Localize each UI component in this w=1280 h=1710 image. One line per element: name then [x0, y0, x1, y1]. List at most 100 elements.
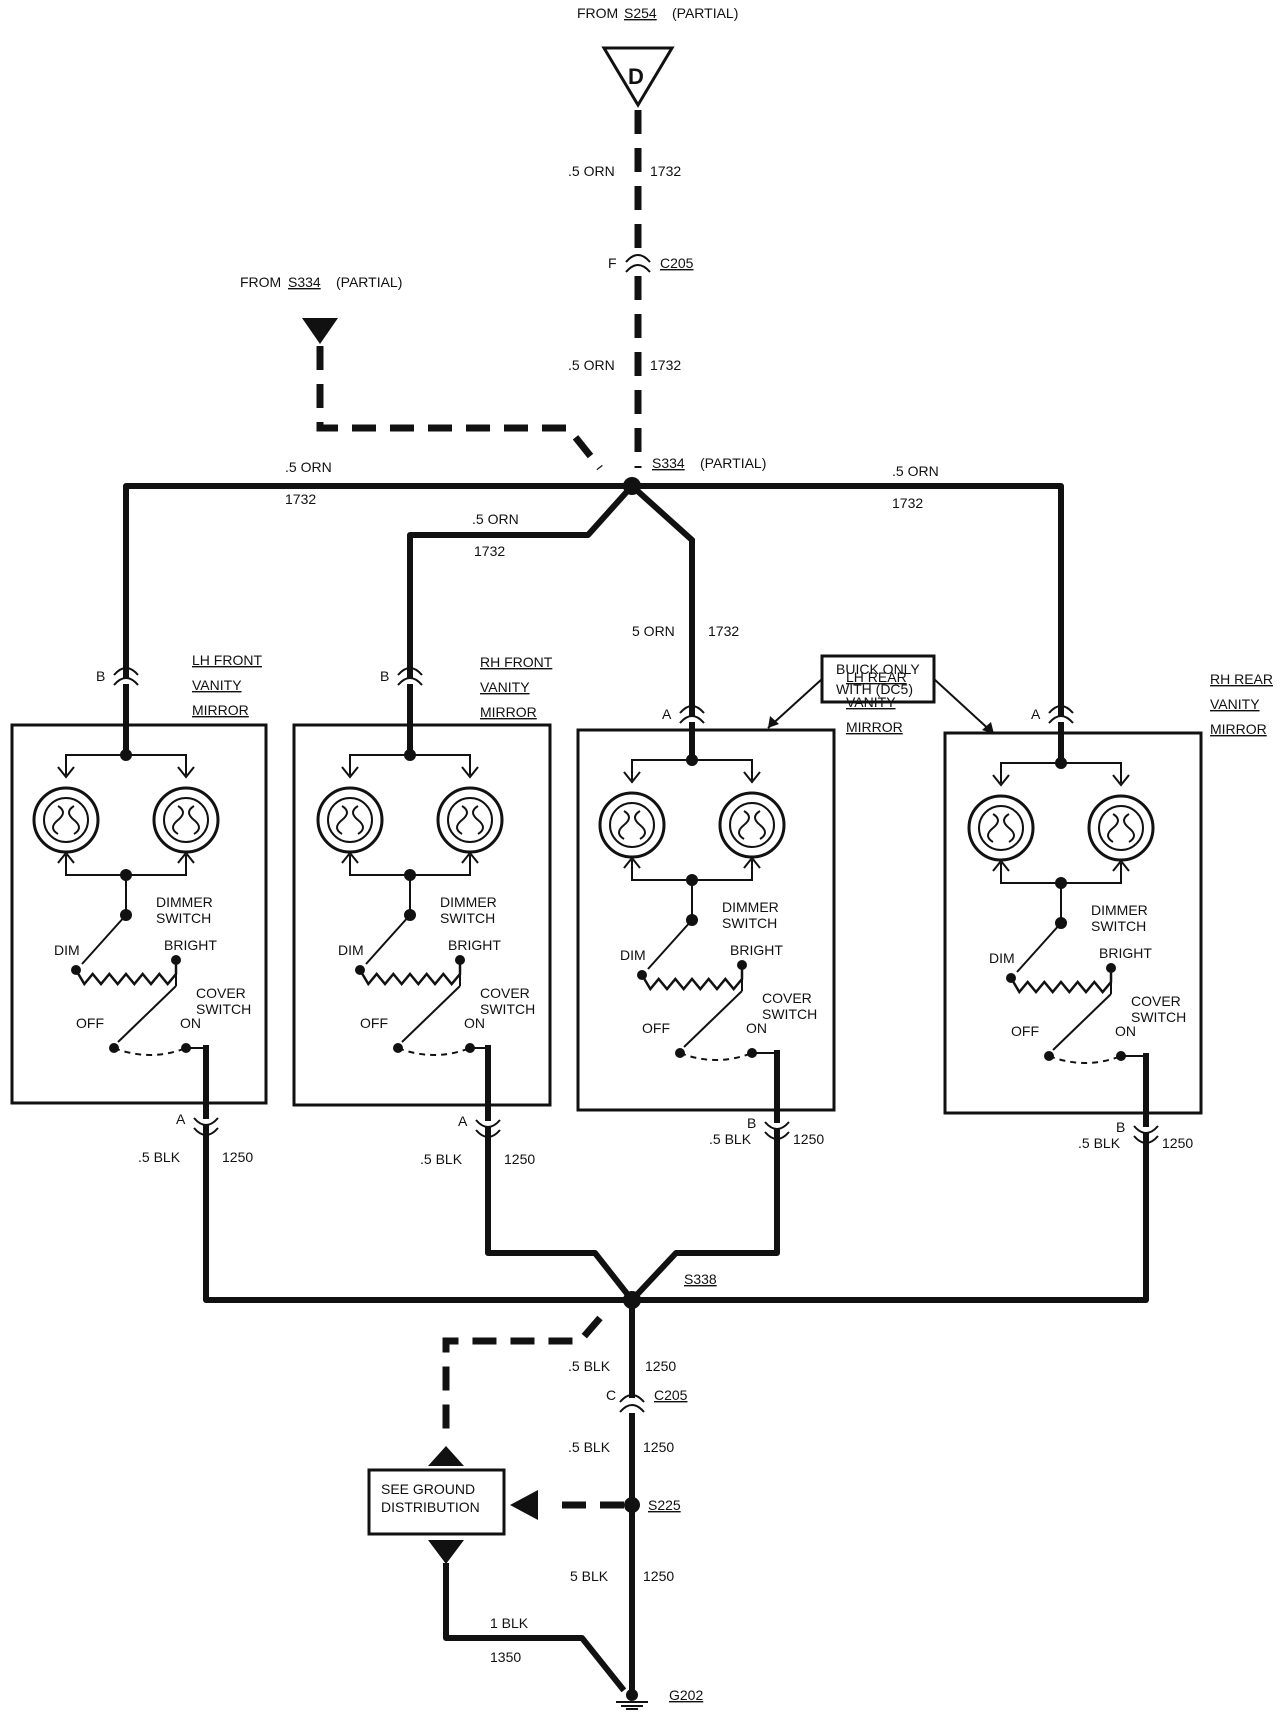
cover-switch[interactable] [401, 985, 461, 1043]
ground-lh-rear [627, 1129, 780, 1305]
dimmer-switch[interactable] [1016, 922, 1062, 973]
svg-text:RH FRONT: RH FRONT [480, 654, 553, 670]
ground-rh-front [485, 1127, 637, 1305]
see-ground-distribution[interactable]: SEE GROUND DISTRIBUTION [367, 1468, 506, 1536]
ground-g202-icon[interactable] [616, 1689, 648, 1710]
svg-text:MIRROR: MIRROR [846, 719, 903, 735]
svg-text:S334: S334 [288, 274, 321, 290]
svg-text:A: A [1031, 706, 1041, 722]
svg-text:SWITCH: SWITCH [156, 910, 211, 926]
buick-only-note: BUICK ONLY WITH (DC5) [767, 654, 995, 735]
left-source: FROM S334 (PARTIAL) [240, 274, 603, 471]
svg-text:BUICK ONLY: BUICK ONLY [836, 661, 920, 677]
svg-text:MIRROR: MIRROR [480, 704, 537, 720]
svg-text:COVER: COVER [196, 985, 246, 1001]
svg-text:BRIGHT: BRIGHT [1099, 945, 1152, 961]
svg-text:B: B [1116, 1119, 1125, 1135]
svg-text:1350: 1350 [490, 1649, 521, 1665]
output-connector[interactable] [193, 1117, 219, 1126]
svg-text:.5 ORN: .5 ORN [892, 463, 939, 479]
svg-text:DIMMER: DIMMER [156, 894, 213, 910]
s338-dashed-branch [442, 1315, 603, 1440]
svg-text:1732: 1732 [650, 357, 681, 373]
svg-text:VANITY: VANITY [1210, 696, 1260, 712]
mirror-box [292, 723, 552, 1107]
input-connector[interactable] [1048, 705, 1074, 714]
feed-rh-front [407, 481, 637, 678]
svg-text:OFF: OFF [1011, 1023, 1039, 1039]
svg-text:5 ORN: 5 ORN [632, 623, 675, 639]
output-connector[interactable] [764, 1121, 790, 1130]
svg-text:A: A [662, 706, 672, 722]
svg-text:BRIGHT: BRIGHT [448, 937, 501, 953]
svg-text:.5 BLK: .5 BLK [420, 1151, 463, 1167]
svg-text:OFF: OFF [360, 1015, 388, 1031]
svg-text:LH FRONT: LH FRONT [192, 652, 262, 668]
left-source-arrow[interactable] [302, 318, 338, 344]
svg-text:.5 BLK: .5 BLK [709, 1131, 752, 1147]
output-connector[interactable] [1133, 1125, 1159, 1134]
svg-text:LH REAR: LH REAR [846, 669, 907, 685]
svg-text:ON: ON [180, 1015, 201, 1031]
svg-text:1732: 1732 [650, 163, 681, 179]
svg-text:SWITCH: SWITCH [480, 1001, 535, 1017]
svg-text:.5 ORN: .5 ORN [472, 511, 519, 527]
svg-text:.5 BLK: .5 BLK [138, 1149, 181, 1165]
svg-text:DIMMER: DIMMER [1091, 902, 1148, 918]
svg-text:DIM: DIM [620, 947, 646, 963]
svg-text:SWITCH: SWITCH [196, 1001, 251, 1017]
input-connector[interactable] [397, 667, 423, 676]
svg-text:MIRROR: MIRROR [1210, 721, 1267, 737]
feed-lh-front [123, 483, 635, 678]
svg-text:F: F [608, 255, 617, 271]
svg-text:1250: 1250 [222, 1149, 253, 1165]
svg-text:OFF: OFF [76, 1015, 104, 1031]
svg-text:G202: G202 [669, 1687, 703, 1703]
svg-text:.5 ORN: .5 ORN [568, 163, 615, 179]
svg-text:5 BLK: 5 BLK [570, 1568, 609, 1584]
s254-label[interactable]: S254 [624, 5, 657, 21]
mirror-box [576, 728, 836, 1112]
resistor-icon [74, 960, 178, 987]
dimmer-switch[interactable] [365, 914, 411, 965]
svg-text:SWITCH: SWITCH [440, 910, 495, 926]
svg-text:.5 BLK: .5 BLK [568, 1439, 611, 1455]
svg-text:.5 BLK: .5 BLK [1078, 1135, 1121, 1151]
cover-switch[interactable] [1052, 993, 1112, 1051]
svg-text:A: A [176, 1111, 186, 1127]
svg-text:C205: C205 [660, 255, 694, 271]
svg-text:SWITCH: SWITCH [1131, 1009, 1186, 1025]
svg-text:1732: 1732 [708, 623, 739, 639]
c205-top-connector[interactable] [625, 254, 651, 263]
svg-text:1250: 1250 [645, 1358, 676, 1374]
svg-text:B: B [380, 668, 389, 684]
output-connector[interactable] [475, 1119, 501, 1128]
input-connector[interactable] [113, 667, 139, 676]
ground-branch-1350 [443, 1563, 627, 1693]
connector-d-triangle[interactable] [601, 46, 675, 108]
connector-d-letter: D [628, 64, 644, 89]
svg-text:1250: 1250 [643, 1568, 674, 1584]
dimmer-switch[interactable] [647, 919, 693, 970]
input-connector[interactable] [679, 705, 705, 714]
svg-text:A: A [458, 1113, 468, 1129]
svg-text:OFF: OFF [642, 1020, 670, 1036]
top-source: FROM S254 (PARTIAL) D [577, 5, 738, 108]
c205-bottom-connector[interactable] [619, 1394, 645, 1403]
svg-text:ON: ON [746, 1020, 767, 1036]
svg-text:COVER: COVER [1131, 993, 1181, 1009]
svg-text:1250: 1250 [793, 1131, 824, 1147]
svg-text:DIM: DIM [54, 942, 80, 958]
svg-text:B: B [96, 668, 105, 684]
cover-switch[interactable] [683, 990, 743, 1048]
svg-text:FROM: FROM [240, 274, 281, 290]
svg-text:(PARTIAL): (PARTIAL) [336, 274, 402, 290]
resistor-icon [358, 960, 462, 987]
cover-switch[interactable] [117, 985, 177, 1043]
dimmer-switch[interactable] [81, 914, 127, 965]
resistor-icon [640, 965, 744, 992]
svg-text:BRIGHT: BRIGHT [730, 942, 783, 958]
